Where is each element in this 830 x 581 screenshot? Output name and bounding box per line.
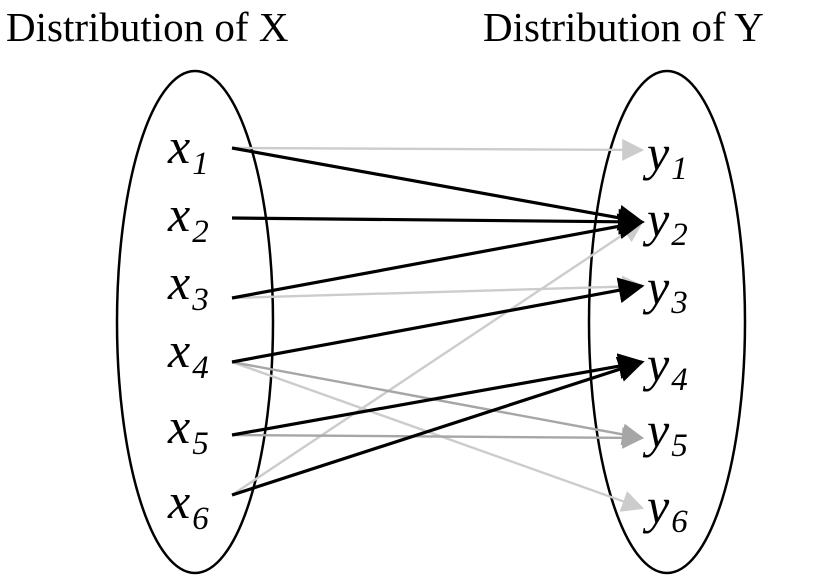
- y-nodes: y1 y2 y3 y4 y5 y6: [642, 125, 688, 540]
- x-node-1-base: x: [167, 118, 190, 174]
- x-node-4-sub: 4: [192, 350, 209, 386]
- y-node-6-sub: 6: [671, 504, 688, 540]
- x-node-3: x3: [167, 254, 209, 318]
- x-node-3-base: x: [167, 254, 190, 310]
- x-node-2: x2: [167, 186, 209, 250]
- y-node-4-sub: 4: [671, 362, 688, 398]
- x-node-2-base: x: [167, 186, 190, 242]
- x-distribution-oval: [115, 69, 275, 575]
- edge-x4-to-y6: [231, 360, 645, 512]
- x-node-1: x1: [167, 118, 209, 182]
- edge-x5-to-y5: [231, 426, 645, 449]
- x-node-6-sub: 6: [192, 501, 209, 537]
- y-node-2: y2: [642, 191, 688, 253]
- x-node-6-base: x: [167, 473, 190, 529]
- edge-x6-to-y4: [231, 356, 645, 497]
- y-node-3: y3: [642, 259, 688, 321]
- y-node-4-base: y: [642, 336, 670, 392]
- y-node-5-sub: 5: [671, 428, 688, 464]
- y-distribution-oval: [587, 69, 747, 575]
- edges-layer: [231, 138, 645, 512]
- title-distribution-x: Distribution of X: [6, 4, 288, 50]
- y-node-1-base: y: [642, 125, 670, 181]
- edge-x3-to-y3: [231, 275, 645, 300]
- y-node-2-base: y: [642, 191, 670, 247]
- x-node-5-sub: 5: [192, 426, 209, 462]
- title-distribution-y: Distribution of Y: [483, 4, 764, 50]
- y-node-1: y1: [642, 125, 688, 187]
- y-node-5-base: y: [642, 402, 670, 458]
- y-node-5: y5: [642, 402, 688, 464]
- y-node-2-sub: 2: [671, 217, 688, 253]
- edge-x5-to-y4: [231, 353, 645, 437]
- edge-x1-to-y2: [231, 146, 645, 231]
- edge-x1-to-y1: [231, 138, 645, 161]
- edge-x6-to-y2: [231, 220, 644, 496]
- x-node-3-sub: 3: [191, 282, 209, 318]
- y-node-4: y4: [642, 336, 688, 398]
- y-node-6: y6: [642, 478, 688, 540]
- edge-x4-to-y3: [231, 277, 645, 364]
- edge-x3-to-y2: [231, 213, 645, 300]
- y-node-1-sub: 1: [671, 151, 688, 187]
- y-node-6-base: y: [642, 478, 670, 534]
- x-node-5-base: x: [167, 398, 190, 454]
- x-nodes: x1 x2 x3 x4 x5 x6: [167, 118, 209, 537]
- x-node-4: x4: [167, 322, 209, 386]
- x-node-4-base: x: [167, 322, 190, 378]
- x-node-1-sub: 1: [192, 146, 209, 182]
- x-node-5: x5: [167, 398, 209, 462]
- y-node-3-sub: 3: [670, 285, 688, 321]
- x-node-6: x6: [167, 473, 209, 537]
- x-node-2-sub: 2: [192, 214, 209, 250]
- y-node-3-base: y: [642, 259, 670, 315]
- edge-x2-to-y2: [231, 208, 645, 235]
